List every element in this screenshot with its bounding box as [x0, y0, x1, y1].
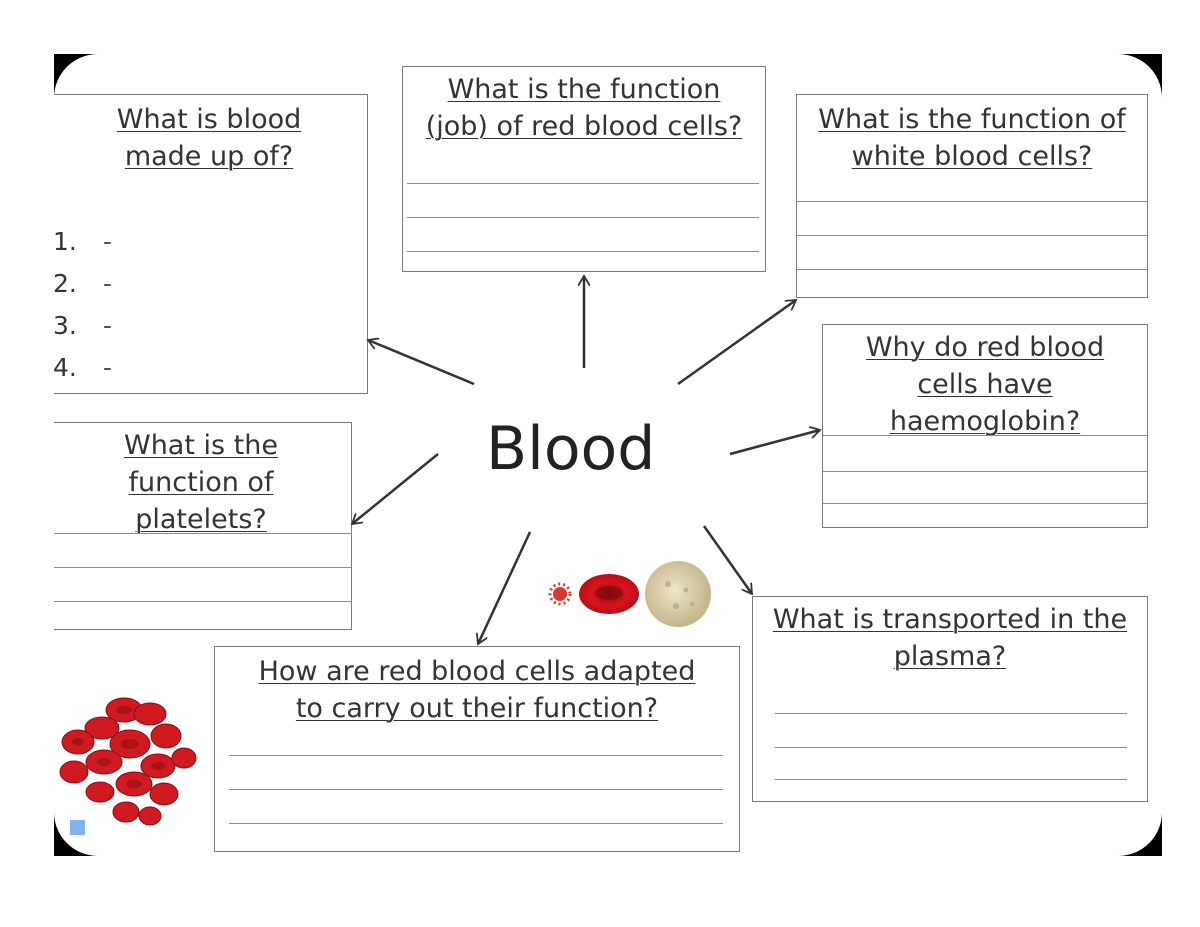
answer-line: [229, 789, 723, 790]
arrows-layer: [54, 54, 1162, 856]
box-red-cells-adapted: How are red blood cells adapted to carry…: [214, 646, 740, 852]
platelet-icon: [548, 582, 572, 606]
question-made-up-of: What is blood made up of?: [116, 104, 302, 172]
list-item: 2.-: [54, 269, 112, 298]
center-title: Blood: [486, 414, 656, 484]
answer-line: [823, 435, 1147, 436]
question-adapted: How are red blood cells adapted to carry…: [258, 656, 696, 724]
blue-marker-square: [70, 820, 85, 835]
blood-cell-types-illustration: [548, 561, 711, 627]
list-item: 3.-: [54, 311, 112, 340]
box-blood-made-up-of: What is blood made up of? 1.- 2.- 3.- 4.…: [54, 94, 368, 394]
box-red-cells-function: What is the function (job) of red blood …: [402, 66, 766, 272]
answer-line: [54, 533, 351, 534]
red-blood-cell-icon: [579, 574, 639, 614]
answer-line: [797, 269, 1147, 270]
box-platelets: What is the function of platelets?: [54, 422, 352, 630]
arrow-to-adapted: [478, 531, 532, 644]
answer-line: [229, 755, 723, 756]
answer-line: [823, 503, 1147, 504]
answer-line: [797, 201, 1147, 202]
box-plasma: What is transported in the plasma?: [752, 596, 1148, 802]
question-white-cells-function: What is the function of white blood cell…: [818, 104, 1126, 172]
answer-line: [823, 471, 1147, 472]
worksheet-frame: What is blood made up of? 1.- 2.- 3.- 4.…: [54, 54, 1162, 856]
answer-line: [775, 779, 1127, 780]
red-blood-cells-pile-icon: [59, 697, 197, 826]
question-red-cells-function: What is the function (job) of red blood …: [425, 74, 743, 142]
box-haemoglobin: Why do red blood cells have haemoglobin?: [822, 324, 1148, 528]
worksheet-card: What is blood made up of? 1.- 2.- 3.- 4.…: [54, 54, 1162, 856]
answer-line: [797, 235, 1147, 236]
answer-line: [54, 567, 351, 568]
arrow-to-plasma: [702, 525, 754, 594]
arrow-to-platelets: [352, 453, 439, 524]
box-white-cells-function: What is the function of white blood cell…: [796, 94, 1148, 298]
arrow-to-white-cells-function: [677, 298, 796, 386]
question-plasma: What is transported in the plasma?: [772, 604, 1128, 672]
answer-line: [407, 217, 759, 218]
answer-line: [54, 601, 351, 602]
answer-line: [775, 747, 1127, 748]
arrow-to-haemoglobin: [729, 430, 820, 456]
made-up-of-list: 1.- 2.- 3.- 4.-: [54, 221, 112, 389]
question-platelets: What is the function of platelets?: [124, 430, 278, 535]
answer-line: [775, 713, 1127, 714]
list-item: 4.-: [54, 353, 112, 382]
white-blood-cell-icon: [645, 561, 711, 627]
answer-line: [229, 823, 723, 824]
list-item: 1.-: [54, 227, 112, 256]
question-haemoglobin: Why do red blood cells have haemoglobin?: [865, 332, 1105, 437]
answer-line: [407, 183, 759, 184]
answer-line: [407, 251, 759, 252]
arrow-to-made-up-of: [368, 340, 475, 386]
